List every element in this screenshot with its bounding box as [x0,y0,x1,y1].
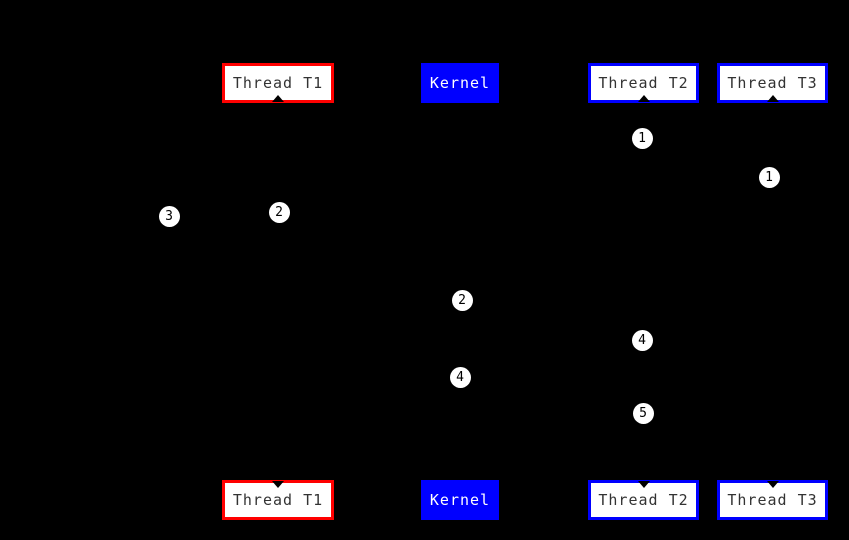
arrowhead-notch [637,481,650,488]
actor-label: Kernel [429,74,491,92]
arrowhead-notch [272,95,284,102]
actor-label: Thread T3 [727,491,818,509]
step-marker-1: 1 [631,127,653,149]
arrowhead-notch [272,481,284,488]
step-marker-4: 4 [631,329,653,351]
step-marker-2: 2 [268,201,290,223]
actor-box-thread-t2-top: Thread T2 [588,63,699,103]
actor-box-thread-t1-top: Thread T1 [222,63,334,103]
actor-box-kernel-top: Kernel [421,63,499,103]
arrowhead-notch [766,95,779,102]
step-marker-4: 4 [449,366,471,388]
arrowhead-notch [637,95,650,102]
actor-label: Thread T1 [232,491,324,509]
step-marker-1: 1 [758,166,780,188]
actor-box-thread-t3-bottom: Thread T3 [717,480,828,520]
actor-label: Thread T1 [232,74,324,92]
actor-label: Thread T2 [598,74,689,92]
actor-box-thread-t3-top: Thread T3 [717,63,828,103]
arrowhead-notch [766,481,779,488]
step-marker-5: 5 [632,402,654,424]
actor-label: Kernel [429,491,491,509]
step-marker-3: 3 [158,205,180,227]
step-marker-2: 2 [451,289,473,311]
actor-box-thread-t2-bottom: Thread T2 [588,480,699,520]
actor-box-kernel-bottom: Kernel [421,480,499,520]
actor-label: Thread T2 [598,491,689,509]
actor-label: Thread T3 [727,74,818,92]
actor-box-thread-t1-bottom: Thread T1 [222,480,334,520]
